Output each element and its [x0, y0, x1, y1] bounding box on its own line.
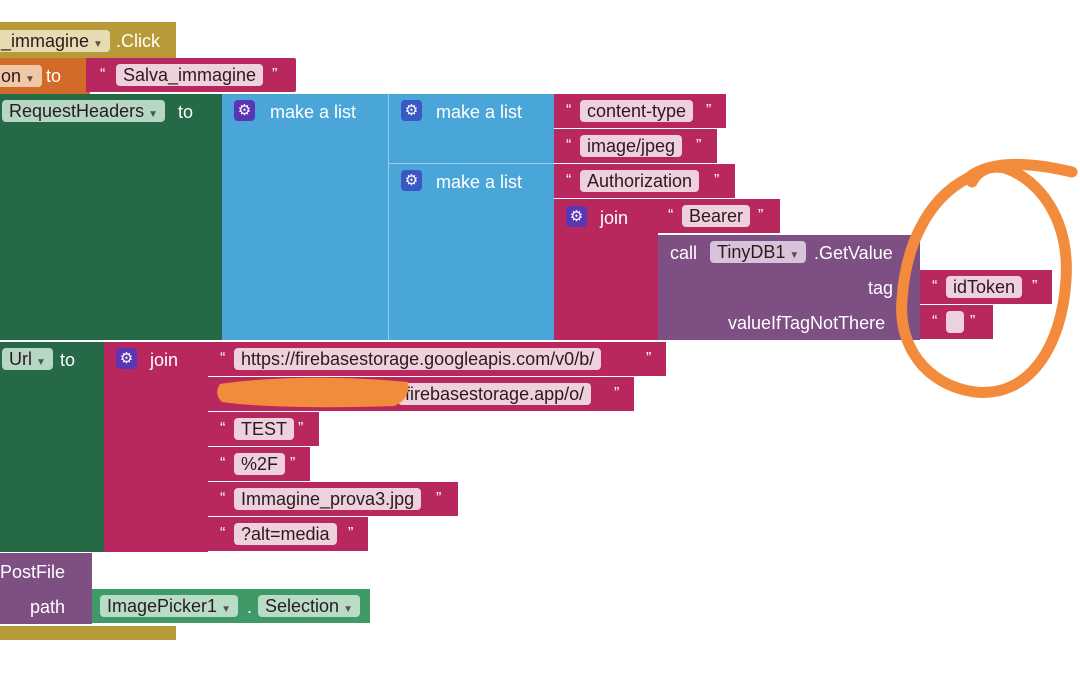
variable-dropdown[interactable]: on▼: [0, 65, 42, 87]
gear-icon[interactable]: ⚙: [566, 206, 587, 227]
text-idtoken[interactable]: “ idToken ”: [920, 270, 1052, 304]
set-request-headers-block[interactable]: RequestHeaders▼ to: [0, 94, 222, 340]
tag-label: tag: [868, 278, 894, 298]
gear-icon[interactable]: ⚙: [401, 100, 422, 121]
chevron-down-icon: ▼: [343, 604, 353, 615]
make-list-inner-2[interactable]: ⚙ make a list: [388, 164, 554, 340]
text-url-part-4[interactable]: “ %2F ”: [208, 447, 310, 481]
event-name: .Click: [116, 31, 160, 51]
component-name: _immagine: [1, 31, 90, 51]
value-if-label: valueIfTagNotThere: [728, 313, 886, 333]
selection-dropdown[interactable]: Selection▼: [258, 595, 360, 617]
tinydb-dropdown[interactable]: TinyDB1▼: [710, 241, 807, 263]
imagepicker-dropdown[interactable]: ImagePicker1▼: [100, 595, 238, 617]
tinydb-getvalue-block[interactable]: call TinyDB1▼ .GetValue tag valueIfTagNo…: [658, 235, 920, 340]
text-bearer[interactable]: “ Bearer ”: [658, 199, 780, 233]
to-label: to: [178, 102, 194, 122]
chevron-down-icon: ▼: [221, 604, 231, 615]
property-dropdown[interactable]: RequestHeaders▼: [2, 100, 165, 122]
chevron-down-icon: ▼: [25, 74, 35, 85]
event-block-footer: [0, 626, 176, 640]
text-value[interactable]: Salva_immagine: [116, 64, 264, 86]
set-url-block[interactable]: Url▼ to: [0, 342, 104, 552]
gear-icon[interactable]: ⚙: [401, 170, 422, 191]
set-variable-block[interactable]: on▼ to: [0, 58, 90, 94]
text-url-part-5[interactable]: “ Immagine_prova3.jpg ”: [208, 482, 458, 516]
chevron-down-icon: ▼: [148, 109, 158, 120]
postfile-block[interactable]: PostFile path: [0, 553, 92, 624]
property-dropdown[interactable]: Url▼: [2, 348, 53, 370]
chevron-down-icon: ▼: [36, 357, 46, 368]
text-url-part-1[interactable]: “ https://firebasestorage.googleapis.com…: [208, 342, 666, 376]
text-url-part-6[interactable]: “ ?alt=media ”: [208, 517, 368, 551]
chevron-down-icon: ▼: [789, 250, 800, 261]
redaction-scribble: [217, 377, 409, 408]
make-list-inner-1[interactable]: ⚙ make a list: [388, 94, 554, 164]
text-content-type[interactable]: “ content-type ”: [554, 94, 726, 128]
imagepicker-selection-block[interactable]: ImagePicker1▼ . Selection▼: [92, 589, 370, 623]
text-block-salva[interactable]: “ Salva_immagine ”: [86, 58, 296, 92]
gear-icon[interactable]: ⚙: [234, 100, 255, 121]
component-dropdown[interactable]: _immagine▼: [0, 30, 110, 52]
make-list-outer[interactable]: ⚙ make a list: [222, 94, 388, 340]
text-image-jpeg[interactable]: “ image/jpeg ”: [554, 129, 717, 163]
to-label: to: [46, 66, 62, 86]
join-url-block[interactable]: ⚙ join: [104, 342, 208, 552]
gear-icon[interactable]: ⚙: [116, 348, 137, 369]
text-authorization[interactable]: “ Authorization ”: [554, 164, 735, 198]
chevron-down-icon: ▼: [93, 39, 103, 50]
event-block[interactable]: _immagine▼ .Click: [0, 22, 176, 58]
text-url-part-3[interactable]: “ TEST ”: [208, 412, 319, 446]
text-empty[interactable]: “ ”: [920, 305, 993, 339]
join-bearer-block[interactable]: ⚙ join: [554, 199, 658, 340]
